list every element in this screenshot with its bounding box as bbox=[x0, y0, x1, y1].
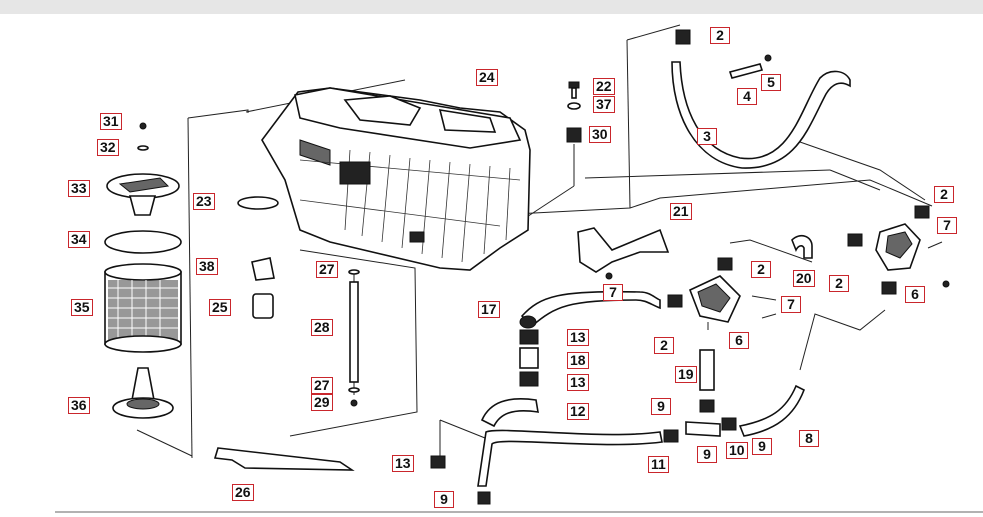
air-filter-assembly bbox=[104, 122, 182, 419]
part-label-7-right: 7 bbox=[937, 217, 957, 234]
part-label-7-center: 7 bbox=[781, 296, 801, 313]
part-label-27-lower: 27 bbox=[311, 377, 333, 394]
part-label-13-upper: 13 bbox=[567, 329, 589, 346]
part-label-19: 19 bbox=[675, 366, 697, 383]
part-label-23: 23 bbox=[193, 193, 215, 210]
bolt-stack bbox=[566, 81, 582, 143]
part-label-9-bottom: 9 bbox=[434, 491, 454, 508]
top-toolbar-strip bbox=[0, 0, 983, 14]
part-label-11: 11 bbox=[648, 456, 669, 473]
part-label-38: 38 bbox=[196, 258, 218, 275]
part-label-32: 32 bbox=[97, 139, 119, 156]
bracket bbox=[577, 227, 670, 280]
part-label-24: 24 bbox=[476, 69, 498, 86]
part-label-37: 37 bbox=[593, 96, 615, 113]
part-label-34: 34 bbox=[68, 231, 90, 248]
part-label-2-right-fitting: 2 bbox=[934, 186, 954, 203]
part-label-2-left-fitting: 2 bbox=[654, 337, 674, 354]
part-label-9-right: 9 bbox=[752, 438, 772, 455]
hose-group-lower bbox=[430, 290, 806, 505]
part-label-27-upper: 27 bbox=[316, 261, 338, 278]
small-parts-center bbox=[213, 196, 360, 471]
part-label-25: 25 bbox=[209, 299, 231, 316]
part-label-4: 4 bbox=[737, 88, 757, 105]
part-label-13-bottom: 13 bbox=[392, 455, 414, 472]
air-box-housing bbox=[261, 87, 531, 271]
fasteners bbox=[751, 241, 950, 319]
part-label-2-top-fitting: 2 bbox=[710, 27, 730, 44]
part-label-33: 33 bbox=[68, 180, 90, 197]
part-label-8: 8 bbox=[799, 430, 819, 447]
part-label-2-right-lower-fitting: 2 bbox=[829, 275, 849, 292]
part-label-35: 35 bbox=[71, 299, 93, 316]
hose-group-top bbox=[671, 29, 851, 169]
part-label-10: 10 bbox=[726, 442, 748, 459]
part-label-21: 21 bbox=[670, 203, 692, 220]
part-label-9-lower: 9 bbox=[697, 446, 717, 463]
part-label-13-lower: 13 bbox=[567, 374, 589, 391]
part-label-29: 29 bbox=[311, 394, 333, 411]
part-label-28: 28 bbox=[311, 319, 333, 336]
part-label-6-right: 6 bbox=[905, 286, 925, 303]
part-label-7-bracket: 7 bbox=[603, 284, 623, 301]
part-label-26: 26 bbox=[232, 484, 254, 501]
part-label-36: 36 bbox=[68, 397, 90, 414]
part-label-17: 17 bbox=[478, 301, 500, 318]
part-label-30: 30 bbox=[589, 126, 611, 143]
part-label-2-center-fitting: 2 bbox=[751, 261, 771, 278]
part-label-22: 22 bbox=[593, 78, 615, 95]
part-label-12: 12 bbox=[567, 403, 589, 420]
part-label-9-upper: 9 bbox=[651, 398, 671, 415]
part-label-20: 20 bbox=[793, 270, 815, 287]
reed-valve-assemblies bbox=[667, 205, 930, 323]
part-label-18: 18 bbox=[567, 352, 589, 369]
part-label-5: 5 bbox=[761, 74, 781, 91]
part-label-3: 3 bbox=[697, 128, 717, 145]
part-label-31: 31 bbox=[100, 113, 122, 130]
part-label-6-center: 6 bbox=[729, 332, 749, 349]
